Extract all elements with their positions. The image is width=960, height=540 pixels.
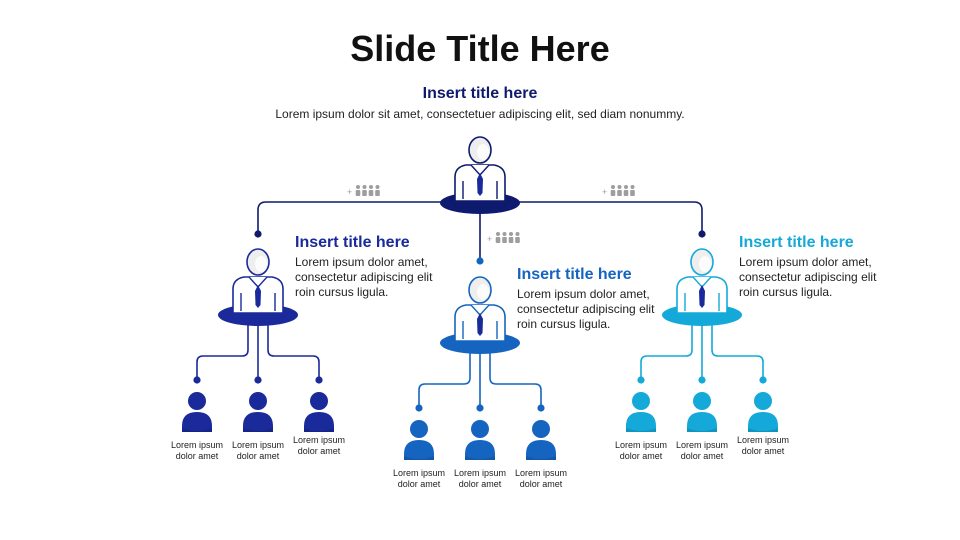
branch-1-leaf-1-person-icon <box>182 392 212 432</box>
branch-3-leaf-3-label: Lorem ipsum <box>736 435 790 445</box>
connector-branch-3-leaf-1 <box>640 315 693 380</box>
branch-2-leaf-2-person-icon <box>465 420 495 460</box>
branch-1-leaf-2-label: dolor amet <box>236 451 280 461</box>
connector-dot-middle <box>476 257 484 265</box>
group-icon-right: + <box>602 185 635 197</box>
connector-dot-branch-1-leaf-1 <box>193 376 201 384</box>
branch-2-description-line: roin cursus ligula. <box>517 317 611 331</box>
branch-1-leaf-2-label: Lorem ipsum <box>231 440 285 450</box>
branch-3-leaf-2-person-icon <box>687 392 717 432</box>
connector-root-left <box>257 201 480 234</box>
slide-title: Slide Title Here <box>350 28 610 69</box>
branch-2-leaf-1-label: Lorem ipsum <box>392 468 446 478</box>
svg-text:+: + <box>602 187 607 197</box>
svg-text:+: + <box>347 187 352 197</box>
branch-3-leaf-1-label: dolor amet <box>619 451 663 461</box>
connector-dot-branch-1-leaf-3 <box>315 376 323 384</box>
connector-branch-1-leaf-1 <box>196 315 249 380</box>
branch-2-title: Insert title here <box>517 266 632 283</box>
connector-dot-right <box>698 230 706 238</box>
connector-lines <box>193 201 767 412</box>
branch-1-leaf-3-label: dolor amet <box>297 446 341 456</box>
branch-3-businessman-icon <box>676 248 728 314</box>
branch-2-leaf-3-label: dolor amet <box>519 479 563 489</box>
branch-2-description-line: consectetur adipiscing elit <box>517 302 655 316</box>
branch-2-leaf-2-label: dolor amet <box>458 479 502 489</box>
top-node-title: Insert title here <box>422 85 538 102</box>
branch-1-description-line: consectetur adipiscing elit <box>295 270 433 284</box>
branch-3-leaf-1-label: Lorem ipsum <box>614 440 668 450</box>
connector-dot-branch-2-leaf-2 <box>476 404 484 412</box>
branch-3-leaf-1-person-icon <box>626 392 656 432</box>
svg-text:+: + <box>487 234 492 244</box>
people-figures <box>182 136 778 460</box>
branch-2-leaf-2-label: Lorem ipsum <box>453 468 507 478</box>
branch-3-title: Insert title here <box>739 234 854 251</box>
branch-1-leaf-1-label: dolor amet <box>175 451 219 461</box>
connector-branch-1-leaf-3 <box>267 315 320 380</box>
branch-3-description-line: roin cursus ligula. <box>739 285 833 299</box>
top-node-description: Lorem ipsum dolor sit amet, consectetuer… <box>275 107 685 121</box>
connector-branch-2-leaf-3 <box>489 343 542 408</box>
branch-3-leaf-2-label: dolor amet <box>680 451 724 461</box>
connector-dot-left <box>254 230 262 238</box>
connector-branch-2-leaf-1 <box>418 343 471 408</box>
group-icon-left: + <box>347 185 380 197</box>
connector-dot-branch-3-leaf-3 <box>759 376 767 384</box>
group-icons: + + + <box>347 185 635 244</box>
branch-3-description-line: consectetur adipiscing elit <box>739 270 877 284</box>
branch-3-leaf-3-person-icon <box>748 392 778 432</box>
branch-2-leaf-3-label: Lorem ipsum <box>514 468 568 478</box>
branch-2-leaf-1-person-icon <box>404 420 434 460</box>
branch-2-description-line: Lorem ipsum dolor amet, <box>517 287 650 301</box>
branch-3-description-line: Lorem ipsum dolor amet, <box>739 255 872 269</box>
connector-dot-branch-2-leaf-3 <box>537 404 545 412</box>
branch-1-description-line: roin cursus ligula. <box>295 285 389 299</box>
branch-2-businessman-icon <box>454 276 506 342</box>
branch-1-leaf-2-person-icon <box>243 392 273 432</box>
branch-2-leaf-1-label: dolor amet <box>397 479 441 489</box>
branch-1-leaf-3-person-icon <box>304 392 334 432</box>
branch-1-leaf-1-label: Lorem ipsum <box>170 440 224 450</box>
connector-dot-branch-1-leaf-2 <box>254 376 262 384</box>
connector-dot-branch-3-leaf-2 <box>698 376 706 384</box>
branch-1-businessman-icon <box>232 248 284 314</box>
branch-3-leaf-2-label: Lorem ipsum <box>675 440 729 450</box>
connector-dot-branch-2-leaf-1 <box>415 404 423 412</box>
branch-1-description-line: Lorem ipsum dolor amet, <box>295 255 428 269</box>
connector-root-right <box>480 201 703 234</box>
connector-branch-3-leaf-3 <box>711 315 764 380</box>
root-businessman-icon <box>454 136 506 202</box>
branch-2-leaf-3-person-icon <box>526 420 556 460</box>
branch-3-leaf-3-label: dolor amet <box>741 446 785 456</box>
branch-1-leaf-3-label: Lorem ipsum <box>292 435 346 445</box>
group-icon-middle: + <box>487 232 520 244</box>
branch-1-title: Insert title here <box>295 234 410 251</box>
connector-dot-branch-3-leaf-1 <box>637 376 645 384</box>
